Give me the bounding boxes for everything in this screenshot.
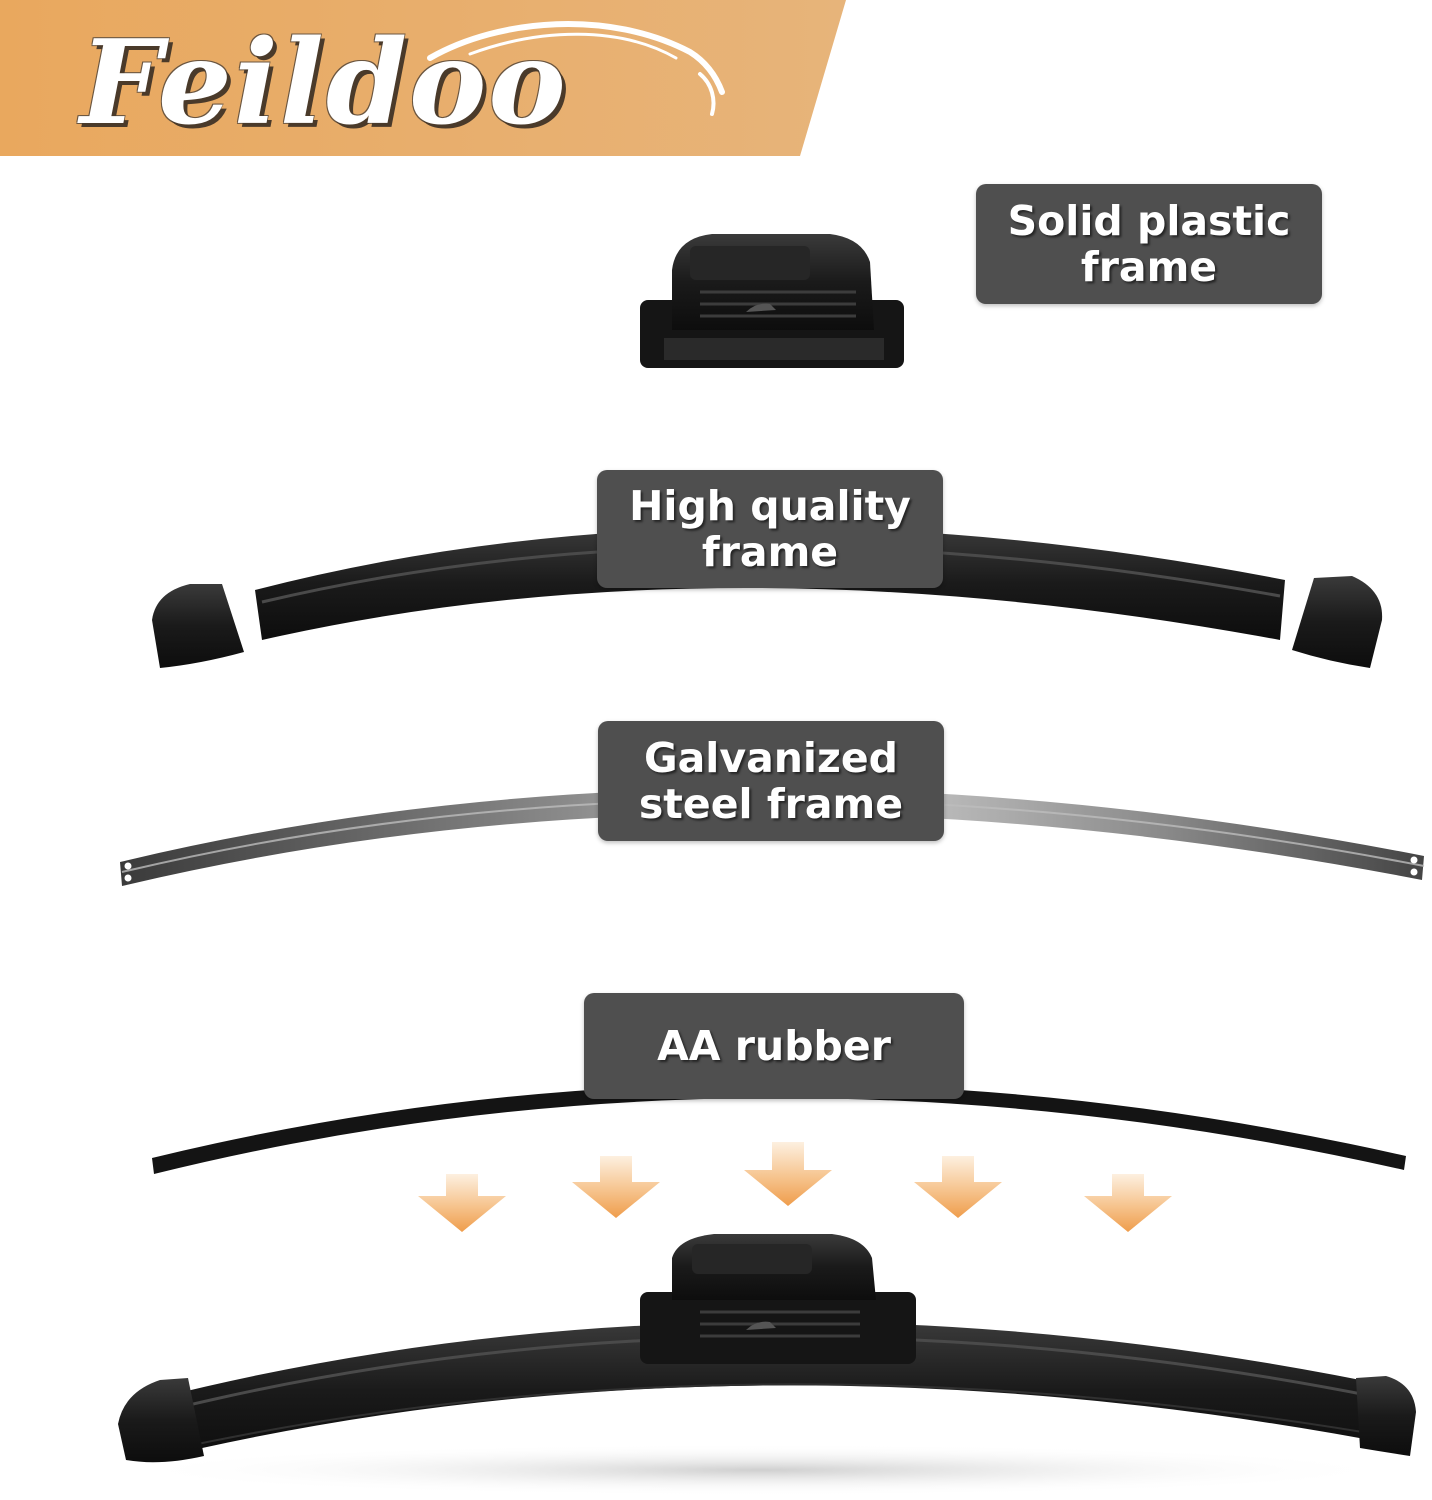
callout-aa-rubber: AA rubber — [584, 993, 964, 1099]
callout-line: steel frame — [638, 780, 904, 828]
arrows-group — [418, 1142, 1172, 1232]
down-arrow-icon — [418, 1174, 506, 1232]
callout-line: Galvanized — [643, 734, 898, 782]
callout-galvanized-steel-frame: Galvanized steel frame — [598, 721, 944, 841]
callout-line: Solid plastic — [1007, 197, 1291, 245]
end-cap-left-icon — [152, 584, 244, 668]
assembled-wiper-blade-icon — [118, 1234, 1416, 1496]
down-arrow-icon — [572, 1156, 660, 1218]
callout-line: High quality — [629, 482, 911, 530]
brand-logo-text: Feildoo — [80, 15, 568, 151]
callout-solid-plastic-frame: Solid plastic frame — [976, 184, 1322, 304]
down-arrow-icon — [1084, 1174, 1172, 1232]
down-arrow-icon — [744, 1142, 832, 1206]
end-cap-left-icon — [118, 1378, 204, 1463]
callout-line: AA rubber — [657, 1022, 891, 1070]
car-swoosh-icon — [427, 21, 725, 95]
callout-line: frame — [1080, 243, 1218, 291]
car-logo-icon — [746, 1321, 776, 1330]
end-cap-right-icon — [1356, 1376, 1416, 1456]
banner-shape — [0, 0, 846, 156]
callout-high-quality-frame: High quality frame — [597, 470, 943, 588]
down-arrow-icon — [914, 1156, 1002, 1218]
end-cap-right-icon — [1292, 576, 1383, 668]
rubber-strip-icon — [152, 1083, 1406, 1174]
car-swoosh-tail-icon — [698, 72, 716, 116]
car-swoosh-inner-icon — [468, 32, 678, 60]
wiper-adapter-icon — [640, 234, 904, 368]
brand-banner — [0, 0, 846, 156]
callout-line: frame — [701, 528, 839, 576]
car-logo-icon — [746, 303, 776, 312]
